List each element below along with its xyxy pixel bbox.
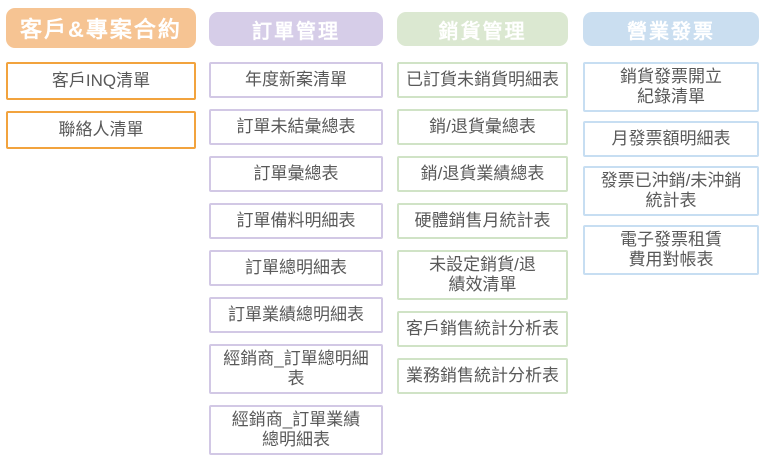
report-button[interactable]: 訂單業績總明細表 (209, 297, 383, 333)
report-button[interactable]: 未設定銷貨/退 績效清單 (397, 250, 568, 300)
report-button[interactable]: 發票已沖銷/未沖銷 統計表 (583, 166, 759, 216)
report-button[interactable]: 硬體銷售月統計表 (397, 203, 568, 239)
report-button[interactable]: 業務銷售統計分析表 (397, 358, 568, 394)
section-header-order-management: 訂單管理 (209, 12, 383, 46)
report-list-order-management: 年度新案清單訂單未結彙總表訂單彙總表訂單備料明細表訂單總明細表訂單業績總明細表經… (209, 62, 383, 455)
report-button[interactable]: 聯絡人清單 (6, 111, 196, 149)
report-button[interactable]: 訂單未結彙總表 (209, 109, 383, 145)
column-customer-project-contract: 客戶&專案合約客戶INQ清單聯絡人清單 (6, 0, 196, 149)
report-button[interactable]: 銷/退貨業績總表 (397, 156, 568, 192)
report-button[interactable]: 月發票額明細表 (583, 121, 759, 157)
column-order-management: 訂單管理年度新案清單訂單未結彙總表訂單彙總表訂單備料明細表訂單總明細表訂單業績總… (209, 0, 383, 455)
report-button[interactable]: 客戶INQ清單 (6, 62, 196, 100)
section-header-customer-project-contract: 客戶&專案合約 (6, 8, 196, 48)
report-button[interactable]: 電子發票租賃 費用對帳表 (583, 225, 759, 275)
report-menu-page: 客戶&專案合約客戶INQ清單聯絡人清單訂單管理年度新案清單訂單未結彙總表訂單彙總… (6, 0, 759, 455)
report-button[interactable]: 訂單總明細表 (209, 250, 383, 286)
section-header-sales-management: 銷貨管理 (397, 12, 568, 46)
report-list-customer-project-contract: 客戶INQ清單聯絡人清單 (6, 62, 196, 149)
report-button[interactable]: 客戶銷售統計分析表 (397, 311, 568, 347)
report-list-sales-management: 已訂貨未銷貨明細表銷/退貨彙總表銷/退貨業績總表硬體銷售月統計表未設定銷貨/退 … (397, 62, 568, 394)
report-button[interactable]: 經銷商_訂單業績 總明細表 (209, 405, 383, 455)
report-button[interactable]: 年度新案清單 (209, 62, 383, 98)
report-button[interactable]: 訂單備料明細表 (209, 203, 383, 239)
report-button[interactable]: 經銷商_訂單總明細表 (209, 344, 383, 394)
section-header-business-invoice: 營業發票 (583, 12, 759, 46)
report-button[interactable]: 訂單彙總表 (209, 156, 383, 192)
report-list-business-invoice: 銷貨發票開立 紀錄清單月發票額明細表發票已沖銷/未沖銷 統計表電子發票租賃 費用… (583, 62, 759, 275)
column-sales-management: 銷貨管理已訂貨未銷貨明細表銷/退貨彙總表銷/退貨業績總表硬體銷售月統計表未設定銷… (397, 0, 568, 394)
report-button[interactable]: 銷/退貨彙總表 (397, 109, 568, 145)
report-button[interactable]: 已訂貨未銷貨明細表 (397, 62, 568, 98)
column-business-invoice: 營業發票銷貨發票開立 紀錄清單月發票額明細表發票已沖銷/未沖銷 統計表電子發票租… (583, 0, 759, 275)
report-button[interactable]: 銷貨發票開立 紀錄清單 (583, 62, 759, 112)
